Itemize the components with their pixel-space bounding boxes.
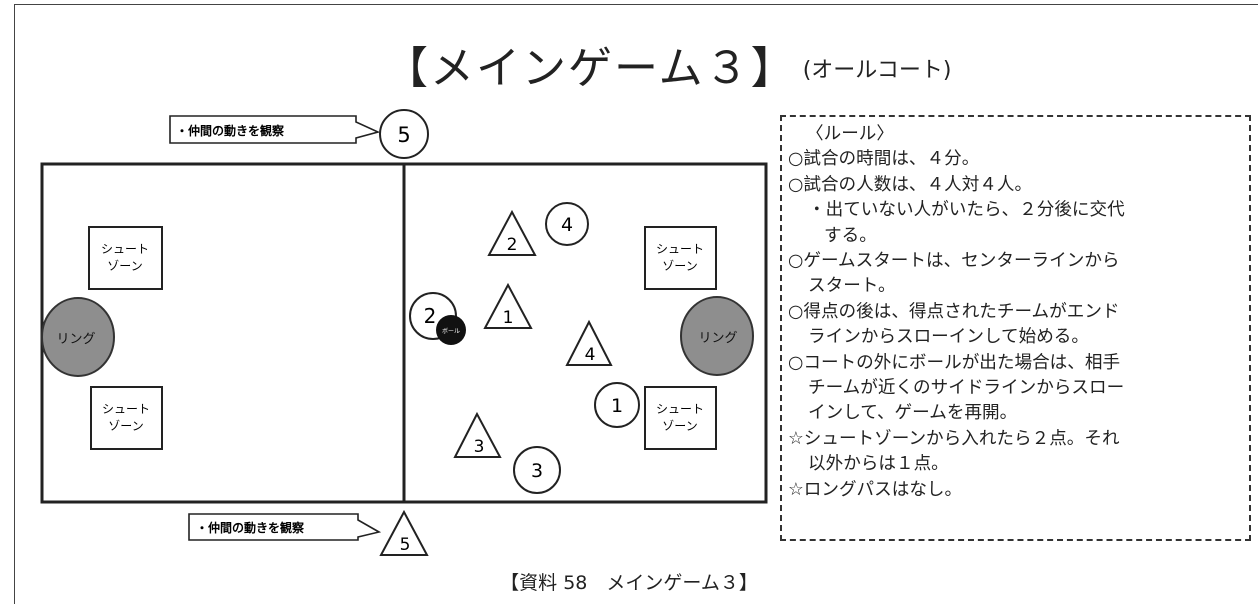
- player-triangle-label: 1: [503, 308, 514, 328]
- player-circle-5: 5: [379, 109, 429, 159]
- shoot-zone-right-top: シュート ゾーン: [644, 226, 717, 290]
- rule-line: ○試合の人数は、４人対４人。: [788, 174, 1033, 195]
- left-ring: [41, 297, 115, 377]
- rule-line: インして、ゲームを再開。: [808, 403, 1018, 424]
- player-circle-label: 1: [611, 395, 623, 417]
- player-triangle-4: 4: [565, 319, 613, 366]
- figure-caption: 【資料 58 メインゲーム３】: [500, 572, 758, 594]
- rule-line: ○試合の時間は、４分。: [788, 149, 980, 170]
- rule-line: ○得点の後は、得点されたチームがエンド: [788, 301, 1120, 322]
- rule-line: する。: [824, 225, 877, 246]
- rule-line: 以外からは１点。: [808, 454, 949, 475]
- player-triangle-1: 1: [483, 282, 533, 329]
- player-triangle-5: 5: [379, 509, 429, 556]
- player-triangle-2: 2: [487, 209, 537, 256]
- rule-line: ○ゲームスタートは、センターラインから: [788, 251, 1120, 272]
- shoot-zone-label: ゾーン: [107, 259, 142, 273]
- rule-line: ☆ロングパスはなし。: [788, 479, 963, 500]
- rule-line: ○コートの外にボールが出た場合は、相手: [788, 352, 1121, 373]
- rule-line: ☆シュートゾーンから入れたら２点。それ: [788, 428, 1120, 449]
- player-triangle-label: 2: [507, 235, 518, 255]
- ball: ボール: [436, 315, 466, 345]
- title-main: 【メインゲーム３】: [384, 43, 797, 94]
- player-circle-3: 3: [513, 446, 561, 494]
- document-frame: [14, 4, 1258, 604]
- player-triangle-label: 3: [474, 437, 485, 457]
- shoot-zone-right-bottom: シュート ゾーン: [644, 386, 717, 450]
- shoot-zone-left-top: シュート ゾーン: [88, 226, 163, 290]
- callout-bottom: ・仲間の動きを観察: [188, 513, 382, 541]
- player-circle-4: 4: [545, 202, 589, 246]
- shoot-zone-label: シュート: [656, 402, 704, 416]
- shoot-zone-label: シュート: [656, 242, 704, 256]
- player-circle-label: 3: [531, 460, 543, 482]
- shoot-zone-left-bottom: シュート ゾーン: [90, 386, 163, 450]
- player-triangle-label: 5: [400, 535, 411, 555]
- page-title: 【メインゲーム３】(オールコート): [384, 32, 951, 96]
- right-ring-label: リング: [698, 331, 737, 346]
- shoot-zone-label: シュート: [101, 242, 149, 256]
- left-ring-label: リング: [56, 332, 95, 347]
- rule-line: スタート。: [808, 276, 896, 297]
- rule-line: チームが近くのサイドラインからスロー: [808, 378, 1125, 399]
- shoot-zone-label: ゾーン: [108, 419, 143, 433]
- rule-line: ・出ていない人がいたら、２分後に交代: [808, 200, 1125, 221]
- player-triangle-label: 4: [585, 345, 596, 365]
- player-triangle-3: 3: [453, 411, 502, 458]
- rules-heading: 〈ルール〉: [806, 124, 894, 144]
- rules-box: 〈ルール〉 ○試合の時間は、４分。 ○試合の人数は、４人対４人。 ・出ていない人…: [780, 115, 1251, 541]
- callout-top-text: ・仲間の動きを観察: [176, 123, 285, 138]
- player-circle-1: 1: [594, 382, 640, 428]
- right-ring: [680, 296, 754, 376]
- shoot-zone-label: シュート: [102, 402, 150, 416]
- title-sub: (オールコート): [802, 58, 952, 83]
- shoot-zone-label: ゾーン: [662, 259, 697, 273]
- player-circle-label: 4: [561, 214, 573, 236]
- player-circle-label: 2: [424, 304, 437, 328]
- callout-bottom-text: ・仲間の動きを観察: [196, 520, 305, 535]
- player-circle-label: 5: [397, 123, 410, 147]
- shoot-zone-label: ゾーン: [662, 419, 697, 433]
- ball-label: ボール: [442, 327, 460, 335]
- rule-line: ラインからスローインして始める。: [808, 327, 1089, 348]
- callout-top: ・仲間の動きを観察: [169, 115, 381, 144]
